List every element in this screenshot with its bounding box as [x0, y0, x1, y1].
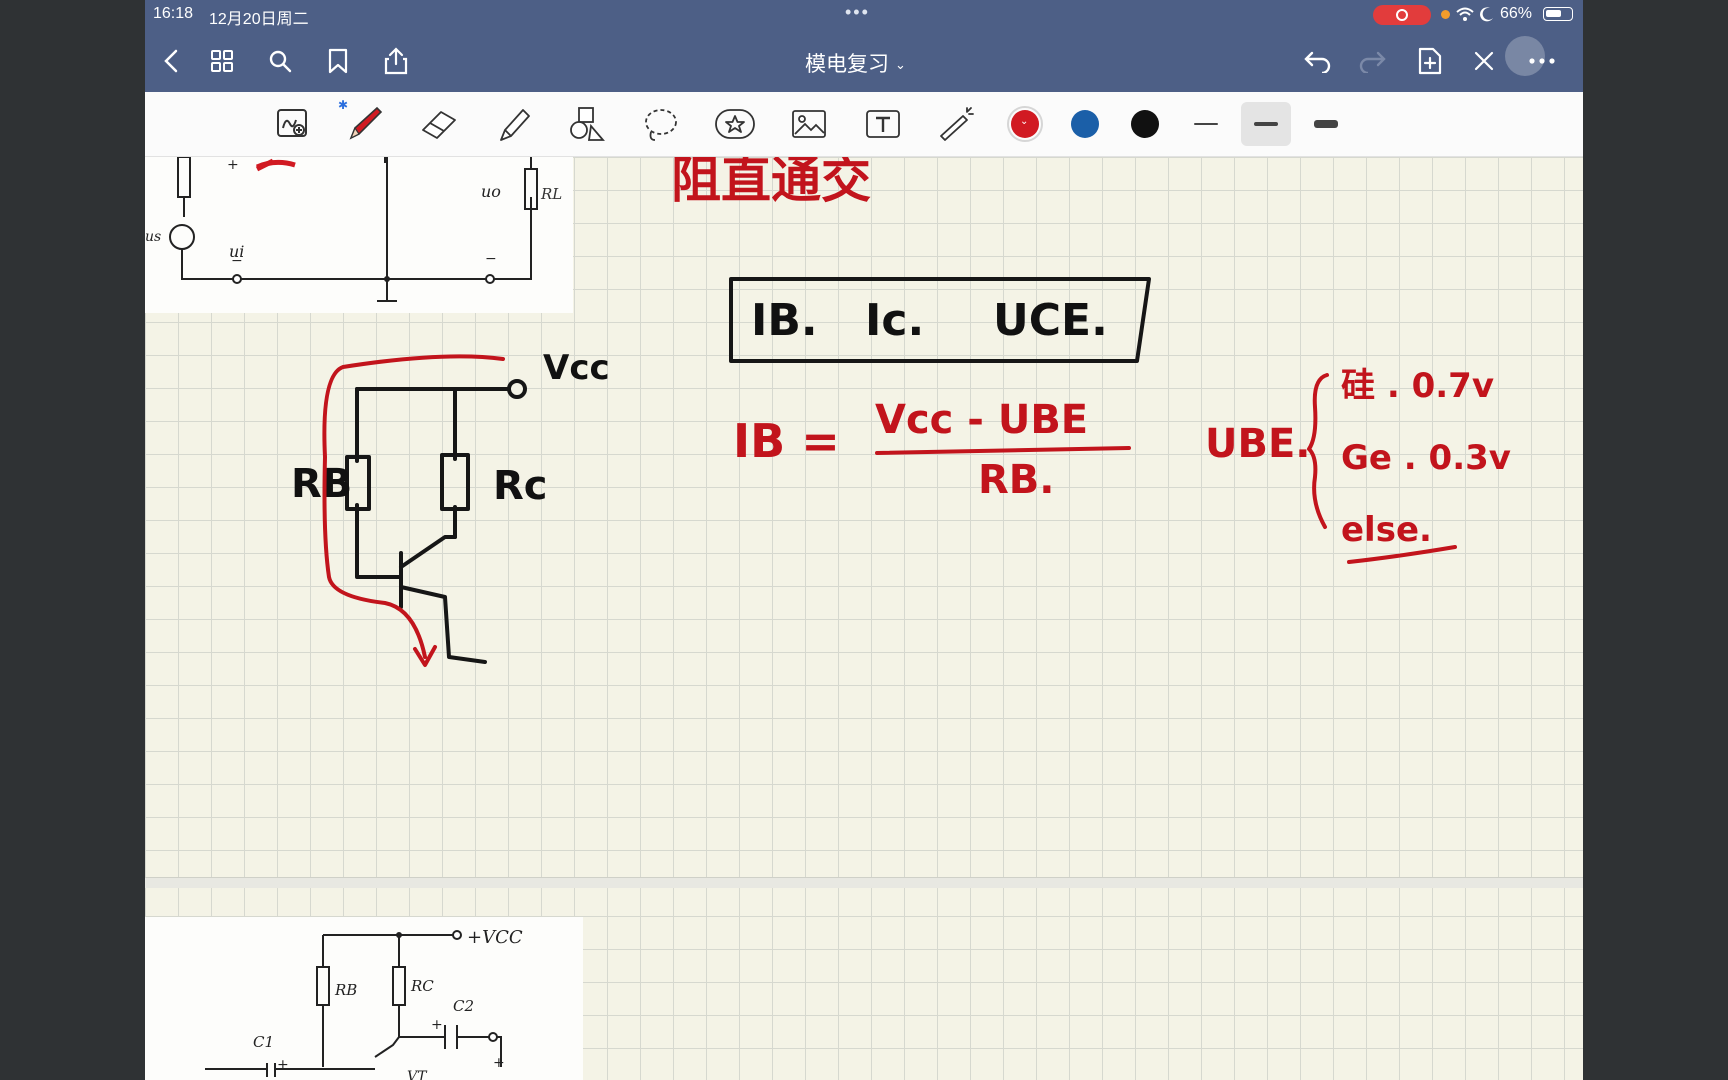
text-icon[interactable] — [861, 102, 905, 146]
plus-sign: + — [227, 157, 239, 173]
minus-sign-out: − — [485, 251, 497, 267]
current-path — [322, 354, 505, 659]
screen-recording-indicator[interactable] — [1373, 5, 1431, 25]
plus-c2: + — [431, 1017, 443, 1033]
hand-drawn-circuit — [345, 379, 527, 664]
pasted-circuit-top[interactable]: + ui − us uo RL − — [145, 156, 573, 313]
label-c1: C1 — [253, 1033, 274, 1051]
back-icon[interactable] — [155, 44, 189, 78]
more-icon[interactable] — [1525, 44, 1559, 78]
minus-sign: − — [231, 253, 243, 269]
ube-case-else: else. — [1341, 510, 1432, 550]
chevron-down-icon: ⌄ — [895, 57, 906, 72]
formula-denominator: RB. — [978, 457, 1054, 503]
ube-case-ge: Ge . 0.3v — [1341, 438, 1511, 478]
mic-indicator-icon — [1441, 10, 1450, 19]
circuit-diagram-bottom: +VCC RB RC C1 C2 VT + + + — [205, 927, 523, 1080]
curly-brace — [1307, 373, 1329, 529]
heading-text: 阻直通交 — [671, 157, 871, 209]
document-title-text: 模电复习 — [805, 53, 889, 76]
image-icon[interactable] — [787, 102, 831, 146]
color-swatch-blue[interactable] — [1071, 110, 1099, 138]
lasso-icon[interactable] — [639, 102, 683, 146]
pen-icon[interactable] — [343, 102, 387, 146]
label-vt: VT — [407, 1069, 428, 1080]
close-tools-icon[interactable] — [1467, 44, 1501, 78]
formula-lhs: IB = — [733, 414, 840, 468]
highlighter-icon[interactable] — [491, 102, 535, 146]
plus-c1: + — [277, 1057, 289, 1073]
notebook-page[interactable]: + ui − us uo RL − 阻直通交 IB. Ic. UCE. IB =… — [145, 156, 1583, 1080]
fraction-bar — [875, 446, 1131, 455]
shapes-icon[interactable] — [565, 102, 609, 146]
document-title[interactable]: 模电复习 ⌄ — [805, 48, 906, 78]
stroke-thick[interactable] — [1301, 102, 1351, 146]
stroke-thin[interactable] — [1181, 102, 1231, 146]
wifi-icon — [1456, 7, 1474, 21]
label-vcc: +VCC — [467, 927, 523, 948]
selected-color-ring — [1007, 106, 1043, 142]
redo-icon[interactable] — [1355, 44, 1389, 78]
status-time: 16:18 — [153, 5, 194, 22]
circuit-diagram-top: + ui − us uo RL − — [145, 156, 562, 302]
ipad-screen: 16:18 12月20日周二 ••• 66% — [145, 0, 1583, 1080]
color-swatch-red[interactable]: ⌄ — [1011, 110, 1039, 138]
chevron-down-icon: ⌄ — [1020, 116, 1029, 127]
add-page-icon[interactable] — [1413, 44, 1447, 78]
stroke-medium[interactable] — [1241, 102, 1291, 146]
box-label-uce: UCE. — [993, 295, 1108, 346]
pasted-circuit-bottom[interactable]: +VCC RB RC C1 C2 VT + + + — [145, 917, 583, 1080]
status-date: 12月20日周二 — [209, 11, 309, 28]
label-rb: RB — [334, 981, 357, 999]
search-icon[interactable] — [263, 44, 297, 78]
formula-numerator: Vcc - UBE — [875, 397, 1088, 443]
laser-pointer-icon[interactable] — [935, 102, 979, 146]
status-bar: 16:18 12月20日周二 ••• 66% — [145, 0, 1583, 30]
bookmark-icon[interactable] — [321, 44, 355, 78]
box-label-ib: IB. — [751, 295, 818, 346]
sticker-icon[interactable] — [713, 102, 757, 146]
page-break — [145, 877, 1583, 888]
battery-icon — [1543, 7, 1573, 21]
document-navbar: 模电复习 ⌄ — [145, 30, 1583, 92]
handwritten-ink-layer: 阻直通交 IB. Ic. UCE. IB = Vcc - UBE RB. UBE… — [291, 157, 1511, 667]
label-ui: ui — [229, 242, 244, 261]
moon-icon — [1480, 7, 1493, 22]
drawing-toolbar: ✱ ⌄ — [145, 92, 1583, 157]
quantities-box — [729, 277, 1151, 363]
label-uo: uo — [481, 182, 501, 201]
label-c2: C2 — [453, 997, 474, 1015]
current-arrow-icon — [413, 645, 437, 667]
circuit-label-rb: RB — [291, 461, 352, 507]
lasso-zoom-icon[interactable] — [271, 102, 315, 146]
plus-out: + — [493, 1055, 505, 1071]
grid-icon[interactable] — [205, 44, 239, 78]
label-rc: RC — [410, 977, 434, 995]
label-us: us — [145, 229, 161, 245]
ube-label: UBE. — [1205, 421, 1311, 467]
color-swatch-black[interactable] — [1131, 110, 1159, 138]
eraser-icon[interactable] — [417, 102, 461, 146]
circuit-label-rc: Rc — [493, 463, 548, 509]
assistive-touch-button[interactable] — [1505, 36, 1545, 76]
battery-percent: 66% — [1500, 5, 1533, 22]
ube-case-si: 硅 . 0.7v — [1341, 366, 1494, 406]
circuit-label-vcc: Vcc — [543, 348, 610, 388]
multitasking-dots-icon[interactable]: ••• — [845, 2, 870, 22]
share-icon[interactable] — [379, 44, 413, 78]
bluetooth-icon: ✱ — [338, 98, 349, 112]
undo-icon[interactable] — [1301, 44, 1335, 78]
label-rl: RL — [540, 185, 562, 203]
box-label-ic: Ic. — [865, 295, 924, 346]
else-underline — [1347, 545, 1457, 564]
